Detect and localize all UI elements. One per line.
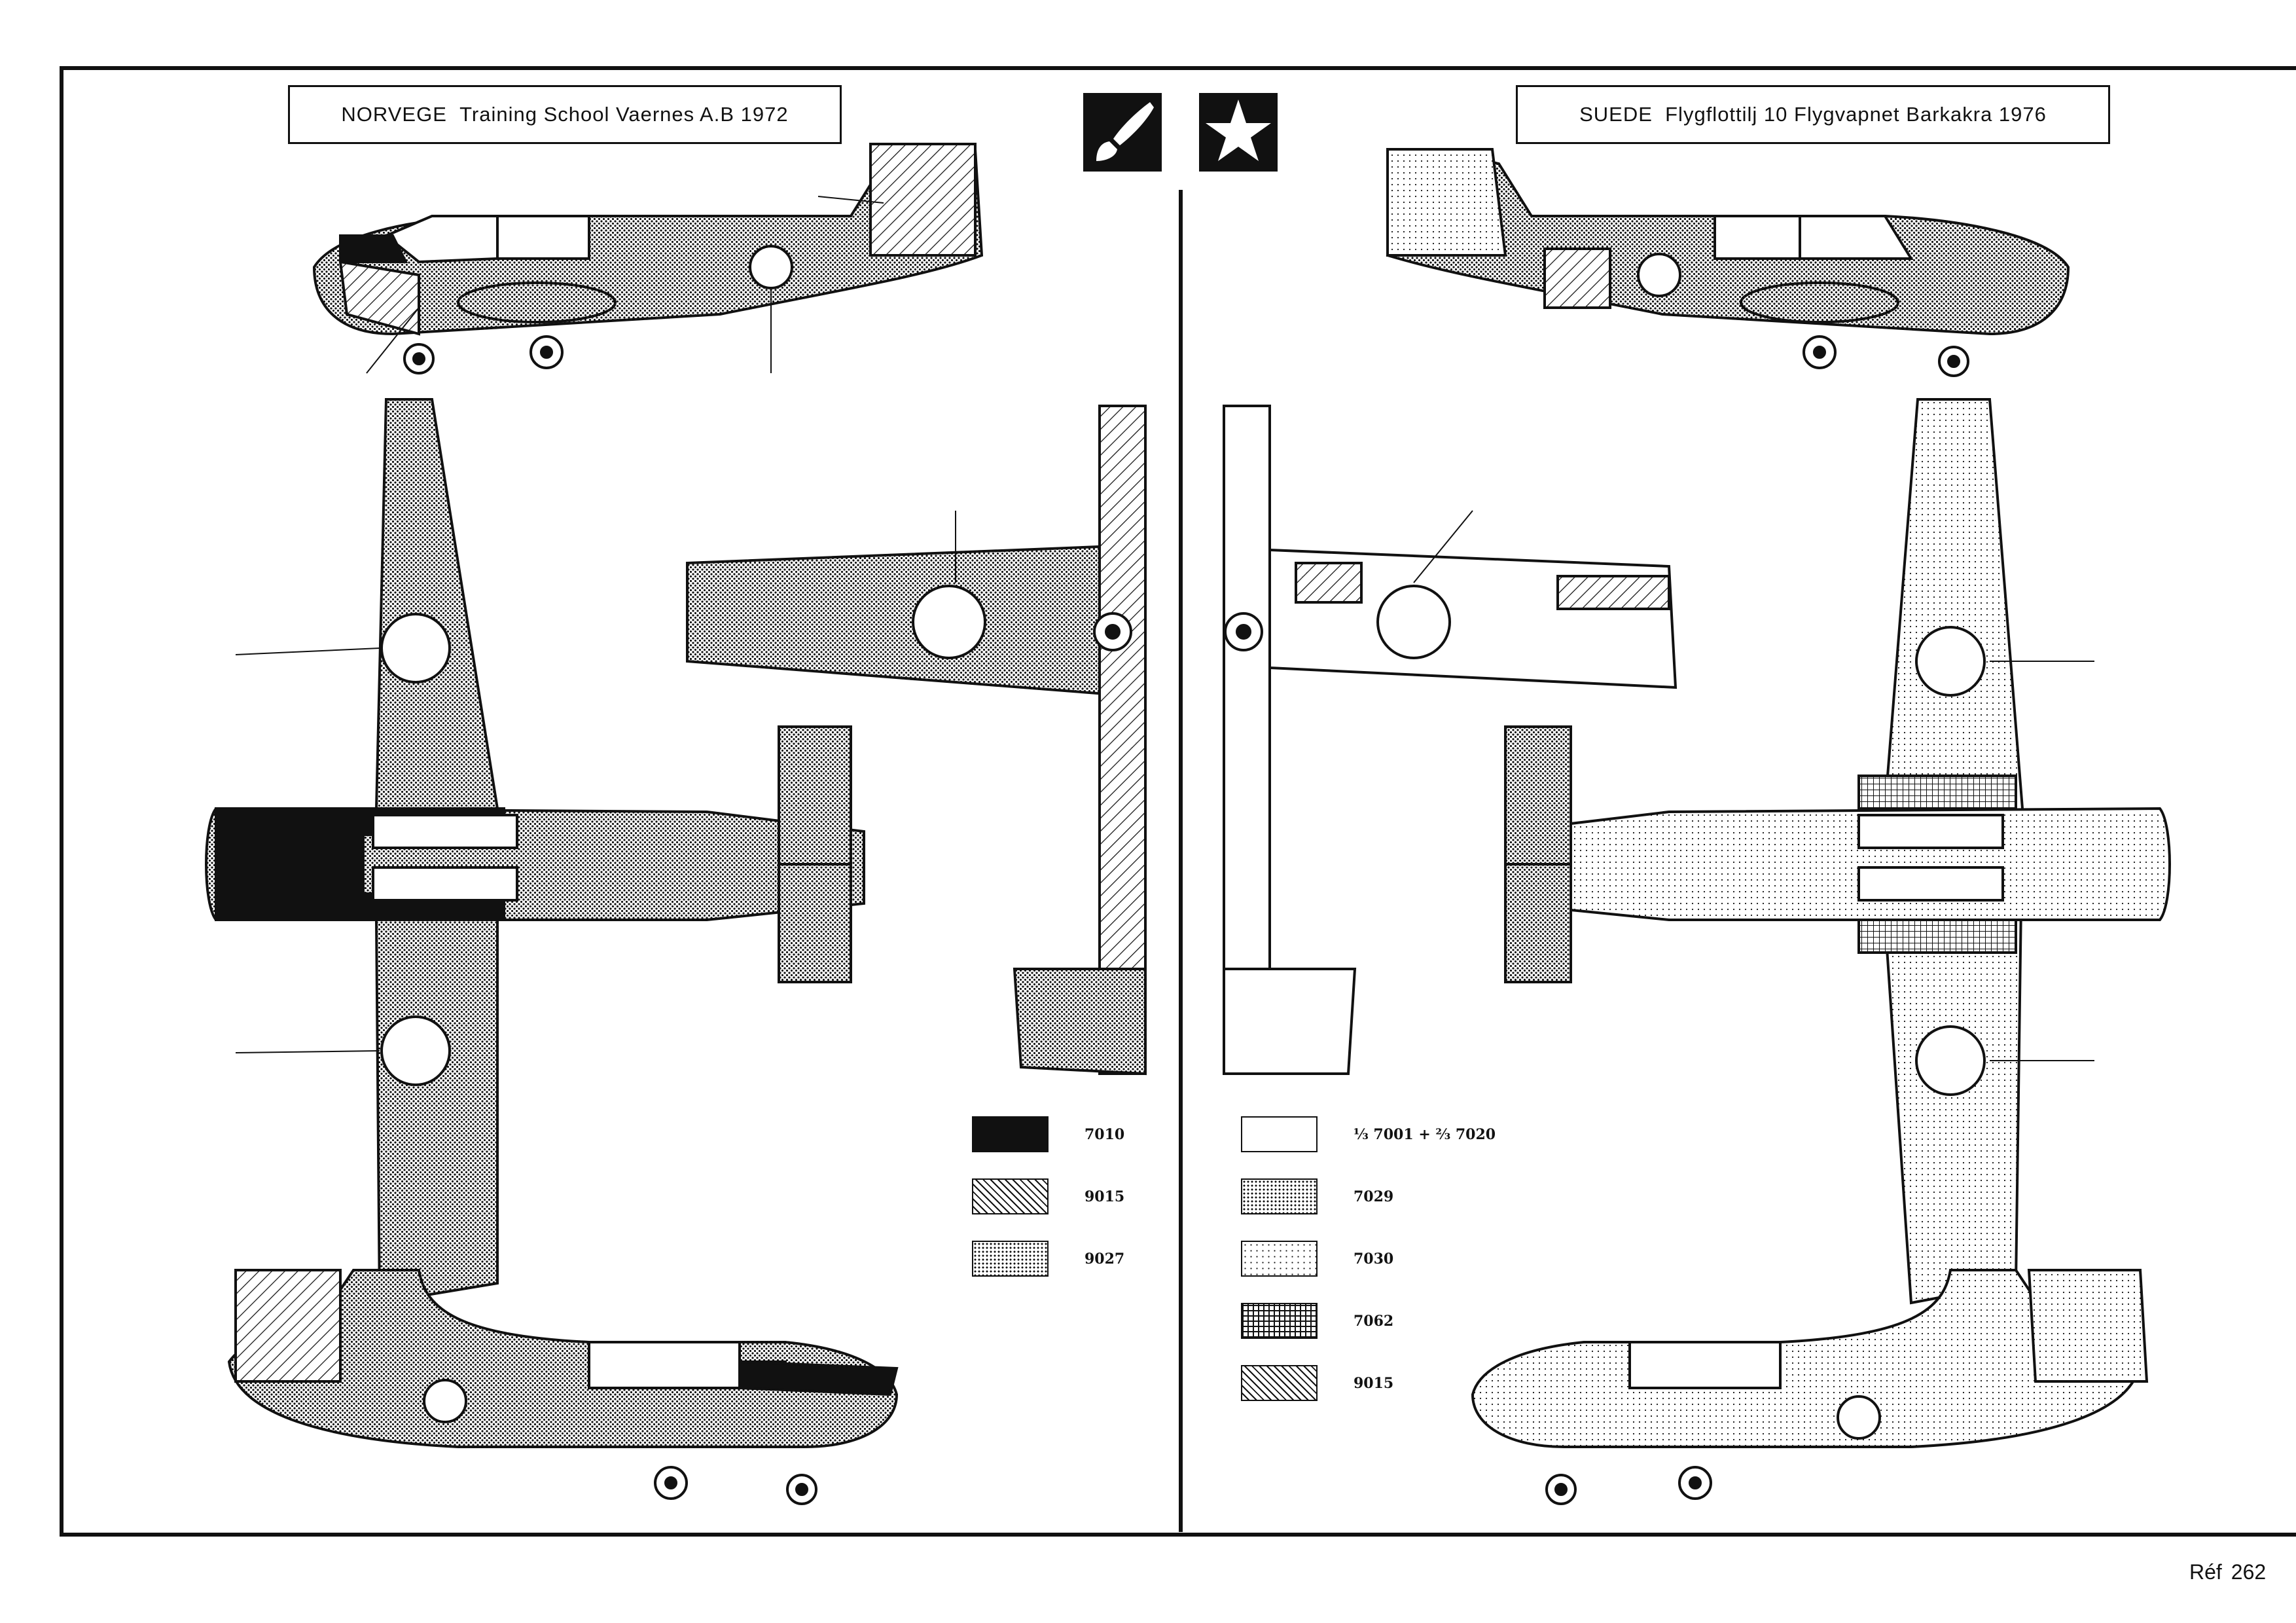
- panel-divider: [1179, 190, 1183, 1532]
- legend-code: 9027: [1085, 1250, 1125, 1267]
- right-title-country: SUEDE: [1579, 103, 1653, 126]
- legend-item-left-2: 9015: [972, 1178, 1124, 1214]
- left-top-view: [205, 398, 865, 1305]
- annotation-callouts: [235, 196, 2094, 1061]
- legend-item-right-2: 7029: [1241, 1178, 1393, 1214]
- right-underside-view: [1223, 405, 1677, 1075]
- left-side-view-top: [312, 143, 984, 374]
- legend-item-right-5: 9015: [1241, 1365, 1393, 1401]
- legend-swatch: [972, 1178, 1049, 1214]
- left-title-country: NORVEGE: [341, 103, 447, 126]
- paintbrush-icon: [1083, 93, 1162, 172]
- legend-swatch: [1241, 1365, 1318, 1401]
- legend-swatch: [1241, 1241, 1318, 1277]
- legend-code: 9015: [1085, 1188, 1125, 1205]
- legend-swatch: [1241, 1303, 1318, 1339]
- legend-code: 7062: [1354, 1312, 1394, 1330]
- right-panel-title: SUEDE Flygflottilj 10 Flygvapnet Barkakr…: [1516, 85, 2110, 144]
- legend-code: 9015: [1354, 1374, 1394, 1392]
- page-reference: Réf 262: [2189, 1560, 2266, 1584]
- star-icon: [1199, 93, 1278, 172]
- right-side-view-top: [1386, 148, 2070, 377]
- legend-code: 7029: [1354, 1188, 1394, 1205]
- legend-code: ⅓ 7001 + ⅔ 7020: [1354, 1125, 1496, 1143]
- legend-item-left-1: 7010: [972, 1116, 1124, 1152]
- reference-label: Réf: [2189, 1560, 2222, 1584]
- right-side-view-bottom: [1471, 1269, 2149, 1505]
- legend-item-right-3: 7030: [1241, 1241, 1393, 1277]
- legend-code: 7010: [1085, 1125, 1125, 1143]
- reference-number: 262: [2231, 1560, 2267, 1584]
- legend-item-left-3: 9027: [972, 1241, 1124, 1277]
- legend-swatch: [1241, 1116, 1318, 1152]
- page-frame: [60, 66, 2296, 1537]
- left-panel-title: NORVEGE Training School Vaernes A.B 1972: [288, 85, 842, 144]
- legend-swatch: [1241, 1178, 1318, 1214]
- legend-code: 7030: [1354, 1250, 1394, 1267]
- right-top-view: [1504, 398, 2171, 1305]
- legend-swatch: [972, 1241, 1049, 1277]
- legend-item-right-4: 7062: [1241, 1303, 1393, 1339]
- legend-swatch: [972, 1116, 1049, 1152]
- left-underside-view: [686, 405, 1147, 1076]
- left-title-text: Training School Vaernes A.B 1972: [459, 103, 789, 126]
- legend-item-right-1: ⅓ 7001 + ⅔ 7020: [1241, 1116, 1496, 1152]
- left-side-view-bottom: [227, 1269, 899, 1505]
- right-title-text: Flygflottilj 10 Flygvapnet Barkakra 1976: [1665, 103, 2047, 126]
